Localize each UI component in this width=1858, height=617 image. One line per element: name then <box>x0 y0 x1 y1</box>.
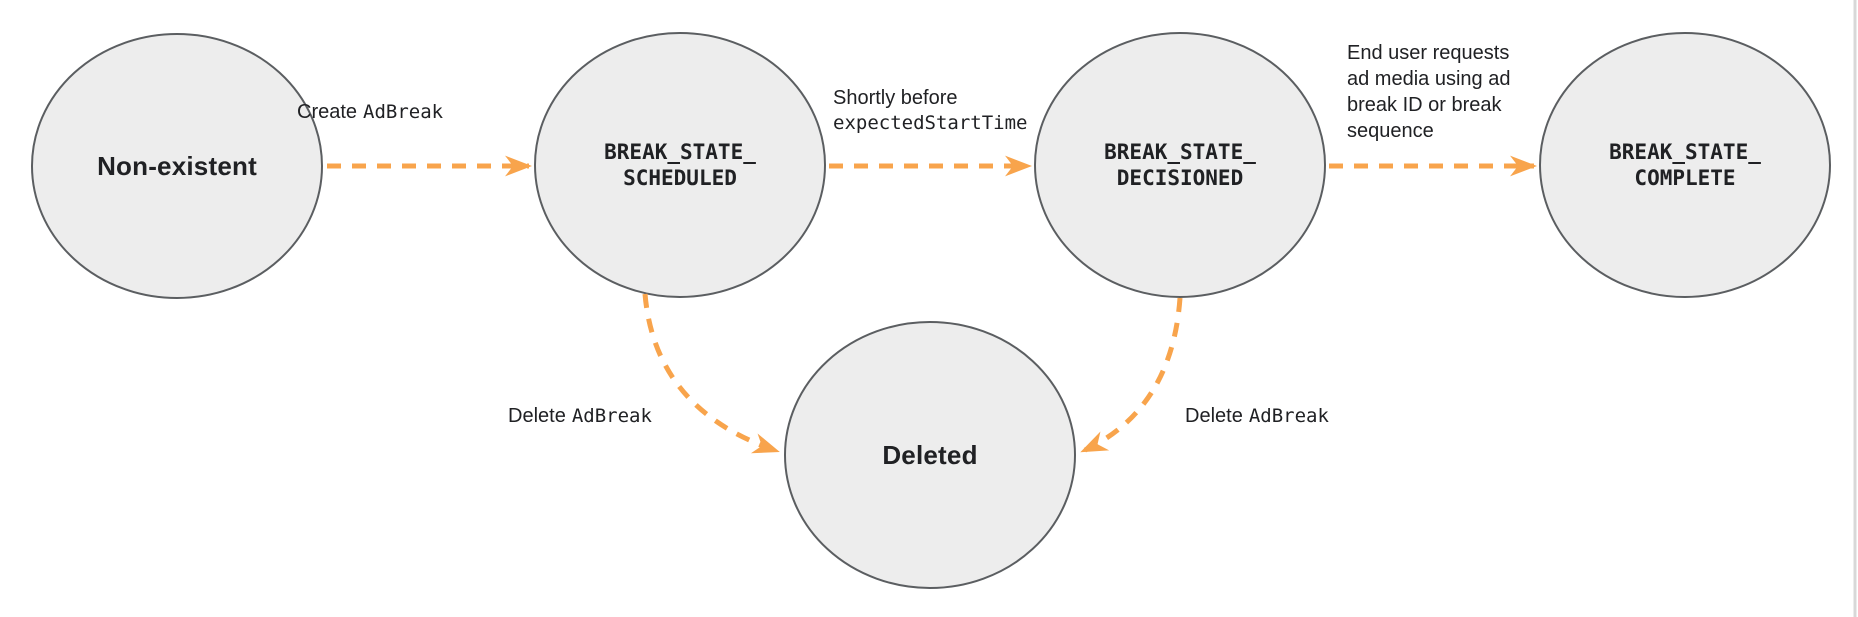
edge-delete-adbreak-left-arrow <box>642 293 780 454</box>
state-node-break-state-decisioned <box>1034 32 1326 298</box>
edge-delete-adbreak-right-arrow <box>1080 297 1183 454</box>
state-node-deleted <box>784 321 1076 589</box>
state-node-non-existent <box>31 33 323 299</box>
state-node-break-state-scheduled <box>534 32 826 298</box>
state-node-break-state-complete <box>1539 32 1831 298</box>
